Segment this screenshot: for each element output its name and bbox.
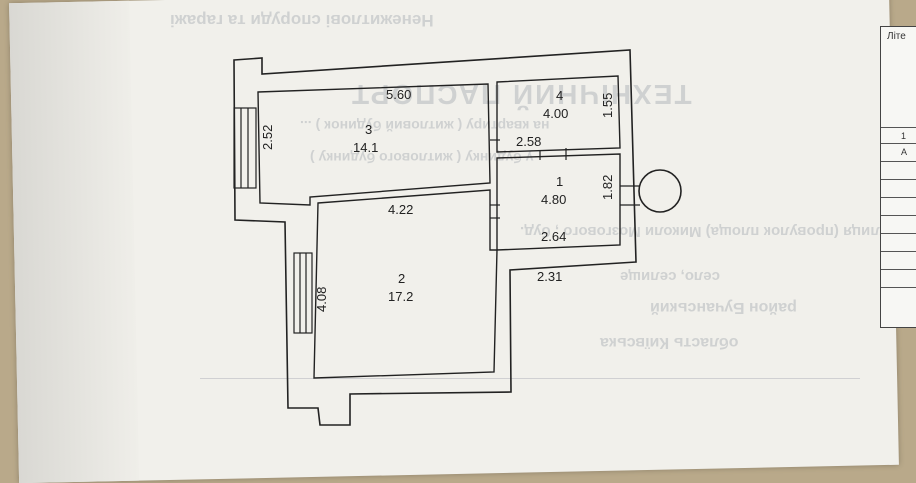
dim-2-58: 2.58 [516, 134, 541, 149]
entrance-marker [638, 169, 682, 213]
form-rule [881, 161, 916, 162]
dim-1-82: 1.82 [600, 175, 615, 200]
form-number: 1 [901, 131, 907, 141]
room-4-outline [496, 75, 621, 153]
outer-walls [233, 49, 637, 426]
dim-4-22: 4.22 [388, 202, 413, 217]
dim-2-52: 2.52 [260, 125, 275, 150]
dim-2-31: 2.31 [537, 269, 562, 284]
window-left-lower [293, 252, 313, 334]
footer-rule [200, 378, 860, 459]
form-rule [881, 127, 916, 128]
dim-4-08: 4.08 [314, 287, 329, 312]
form-rule [881, 269, 916, 270]
room-2-area: 17.2 [388, 289, 413, 304]
room-1-id: 1 [556, 174, 563, 189]
room-3-id: 3 [365, 122, 372, 137]
dim-1-55: 1.55 [600, 93, 615, 118]
dim-5-60: 5.60 [386, 87, 411, 102]
form-rule [881, 179, 916, 180]
room-1-outline [496, 153, 621, 251]
room-3-outline [257, 83, 491, 206]
room-4-area: 4.00 [543, 106, 568, 121]
form-rule [881, 143, 916, 144]
inner-walls [257, 75, 621, 379]
room-1-area: 4.80 [541, 192, 566, 207]
room-3-area: 14.1 [353, 140, 378, 155]
window-left-upper [233, 107, 257, 189]
form-header: Літе [887, 31, 906, 42]
room-2-id: 2 [398, 271, 405, 286]
form-rule [881, 233, 916, 234]
form-rule [881, 197, 916, 198]
form-rule [881, 251, 916, 252]
floor-plan: 3 14.1 4 4.00 1 4.80 2 17.2 5.60 2.52 1.… [233, 49, 682, 426]
door-ticks [490, 139, 640, 219]
dim-2-64: 2.64 [541, 229, 566, 244]
form-rule [881, 215, 916, 216]
form-table: Літе 1 А [880, 26, 916, 328]
room-4-id: 4 [556, 88, 563, 103]
room-2-outline [313, 189, 498, 379]
form-rule [881, 287, 916, 288]
form-number: А [901, 147, 908, 157]
